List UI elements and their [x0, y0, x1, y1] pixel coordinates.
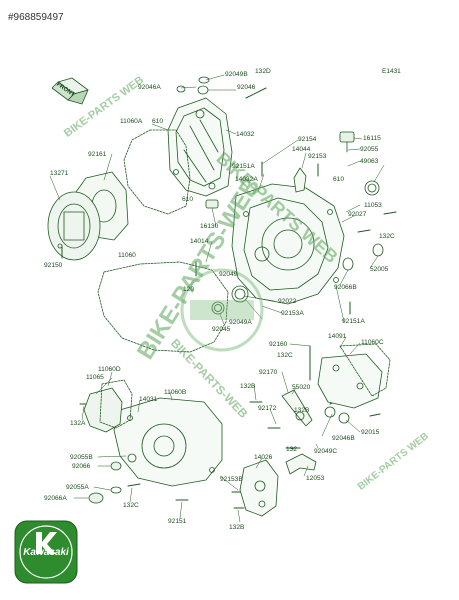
part-label: 92046: [237, 84, 256, 91]
part-label: 92151: [168, 518, 187, 525]
part-label: 49063: [360, 158, 379, 165]
shift-cover-part: [317, 343, 391, 409]
part-label: 92027: [348, 211, 367, 218]
part-label: 132D: [255, 68, 271, 75]
part-label: 92066B: [334, 284, 357, 291]
part-label: 14031: [139, 396, 158, 403]
part-label: 14044: [292, 146, 311, 153]
lower-cover-part: [113, 397, 223, 487]
part-label: 14032A: [235, 176, 258, 183]
part-label: 92055B: [70, 454, 93, 461]
part-label: 92151A: [232, 163, 255, 170]
part-label: 14032: [236, 131, 255, 138]
plug-parts: [88, 453, 137, 504]
part-label: 92066: [72, 463, 91, 470]
part-label: 92154: [298, 136, 317, 143]
figure-code: E1431: [382, 68, 401, 75]
part-label: 132C: [277, 352, 293, 359]
oil-filler-cap-part: [339, 131, 355, 153]
part-label: 92022: [278, 298, 297, 305]
part-label: 11060C: [361, 339, 384, 346]
part-label: 120: [183, 286, 195, 293]
part-label: 132B: [240, 383, 256, 390]
part-label: 16115: [363, 135, 381, 142]
part-label: 92046B: [332, 435, 355, 442]
part-label: 11060B: [164, 389, 187, 396]
part-label: 92055A: [66, 484, 89, 491]
part-label: 92049C: [314, 448, 338, 455]
front-arrow-icon: [51, 77, 89, 105]
part-label: 11053: [364, 202, 382, 209]
part-label: 92049B: [225, 71, 248, 78]
part-label: 11060D: [98, 366, 121, 373]
shift-arm-part: [285, 453, 317, 475]
sight-glass-part: [205, 199, 219, 209]
part-label: 52005: [370, 266, 389, 273]
part-label: 11060: [118, 252, 136, 259]
part-label: 610: [152, 118, 164, 125]
part-label: 92153: [308, 153, 327, 160]
part-label: 610: [333, 176, 345, 183]
part-label: 55020: [292, 384, 311, 391]
part-label: 92049: [219, 271, 238, 278]
shift-lever-part: [281, 389, 350, 427]
bracket-part: [239, 459, 279, 517]
part-label: 92046A: [138, 84, 161, 91]
oil-seal-parts: [176, 76, 384, 315]
part-label: 11060A: [120, 118, 143, 125]
part-label: 92150: [44, 262, 63, 269]
part-label: 11065: [86, 374, 104, 381]
part-label: 132B: [294, 407, 310, 414]
part-label: 92151A: [342, 318, 365, 325]
part-label: 12053: [306, 475, 325, 482]
part-label: 14091: [328, 333, 347, 340]
kawasaki-logo-icon: [14, 520, 78, 584]
part-label: 610: [182, 196, 194, 203]
part-label: 132C: [379, 233, 395, 240]
part-label: 14026: [254, 454, 273, 461]
part-label: 132A: [70, 420, 86, 427]
leader-lines: [49, 74, 385, 523]
part-label: 92045: [212, 326, 231, 333]
pulse-cover-part: [47, 191, 101, 261]
part-label: 92170: [259, 369, 278, 376]
part-label: 92015: [361, 429, 380, 436]
part-label: 132B: [229, 524, 245, 531]
part-label: 14014: [190, 238, 209, 245]
gasket-11060a-part: [123, 129, 191, 215]
gasket-11060-part: [97, 261, 229, 353]
part-label: 92172: [258, 405, 277, 412]
small-cover-part: [83, 379, 133, 433]
center-watermark-emblem: [180, 268, 264, 352]
brand-name: Kawasaki: [23, 547, 69, 558]
clutch-cover-part: [231, 183, 345, 305]
part-label: 92160: [269, 341, 288, 348]
part-label: 132C: [123, 502, 139, 509]
part-label: 92153B: [220, 476, 243, 483]
generator-cover-part: [167, 97, 233, 197]
lever-part: [293, 167, 307, 193]
part-label: 13271: [50, 170, 69, 177]
part-label: 92049A: [229, 319, 252, 326]
part-label: 16130: [200, 223, 219, 230]
part-label: 92161: [88, 151, 107, 158]
part-label: 92066A: [44, 495, 67, 502]
part-label: 92153A: [281, 310, 304, 317]
reference-id: #968859497: [8, 12, 64, 23]
part-label: 132: [286, 446, 298, 453]
part-label: 92055: [360, 146, 379, 153]
